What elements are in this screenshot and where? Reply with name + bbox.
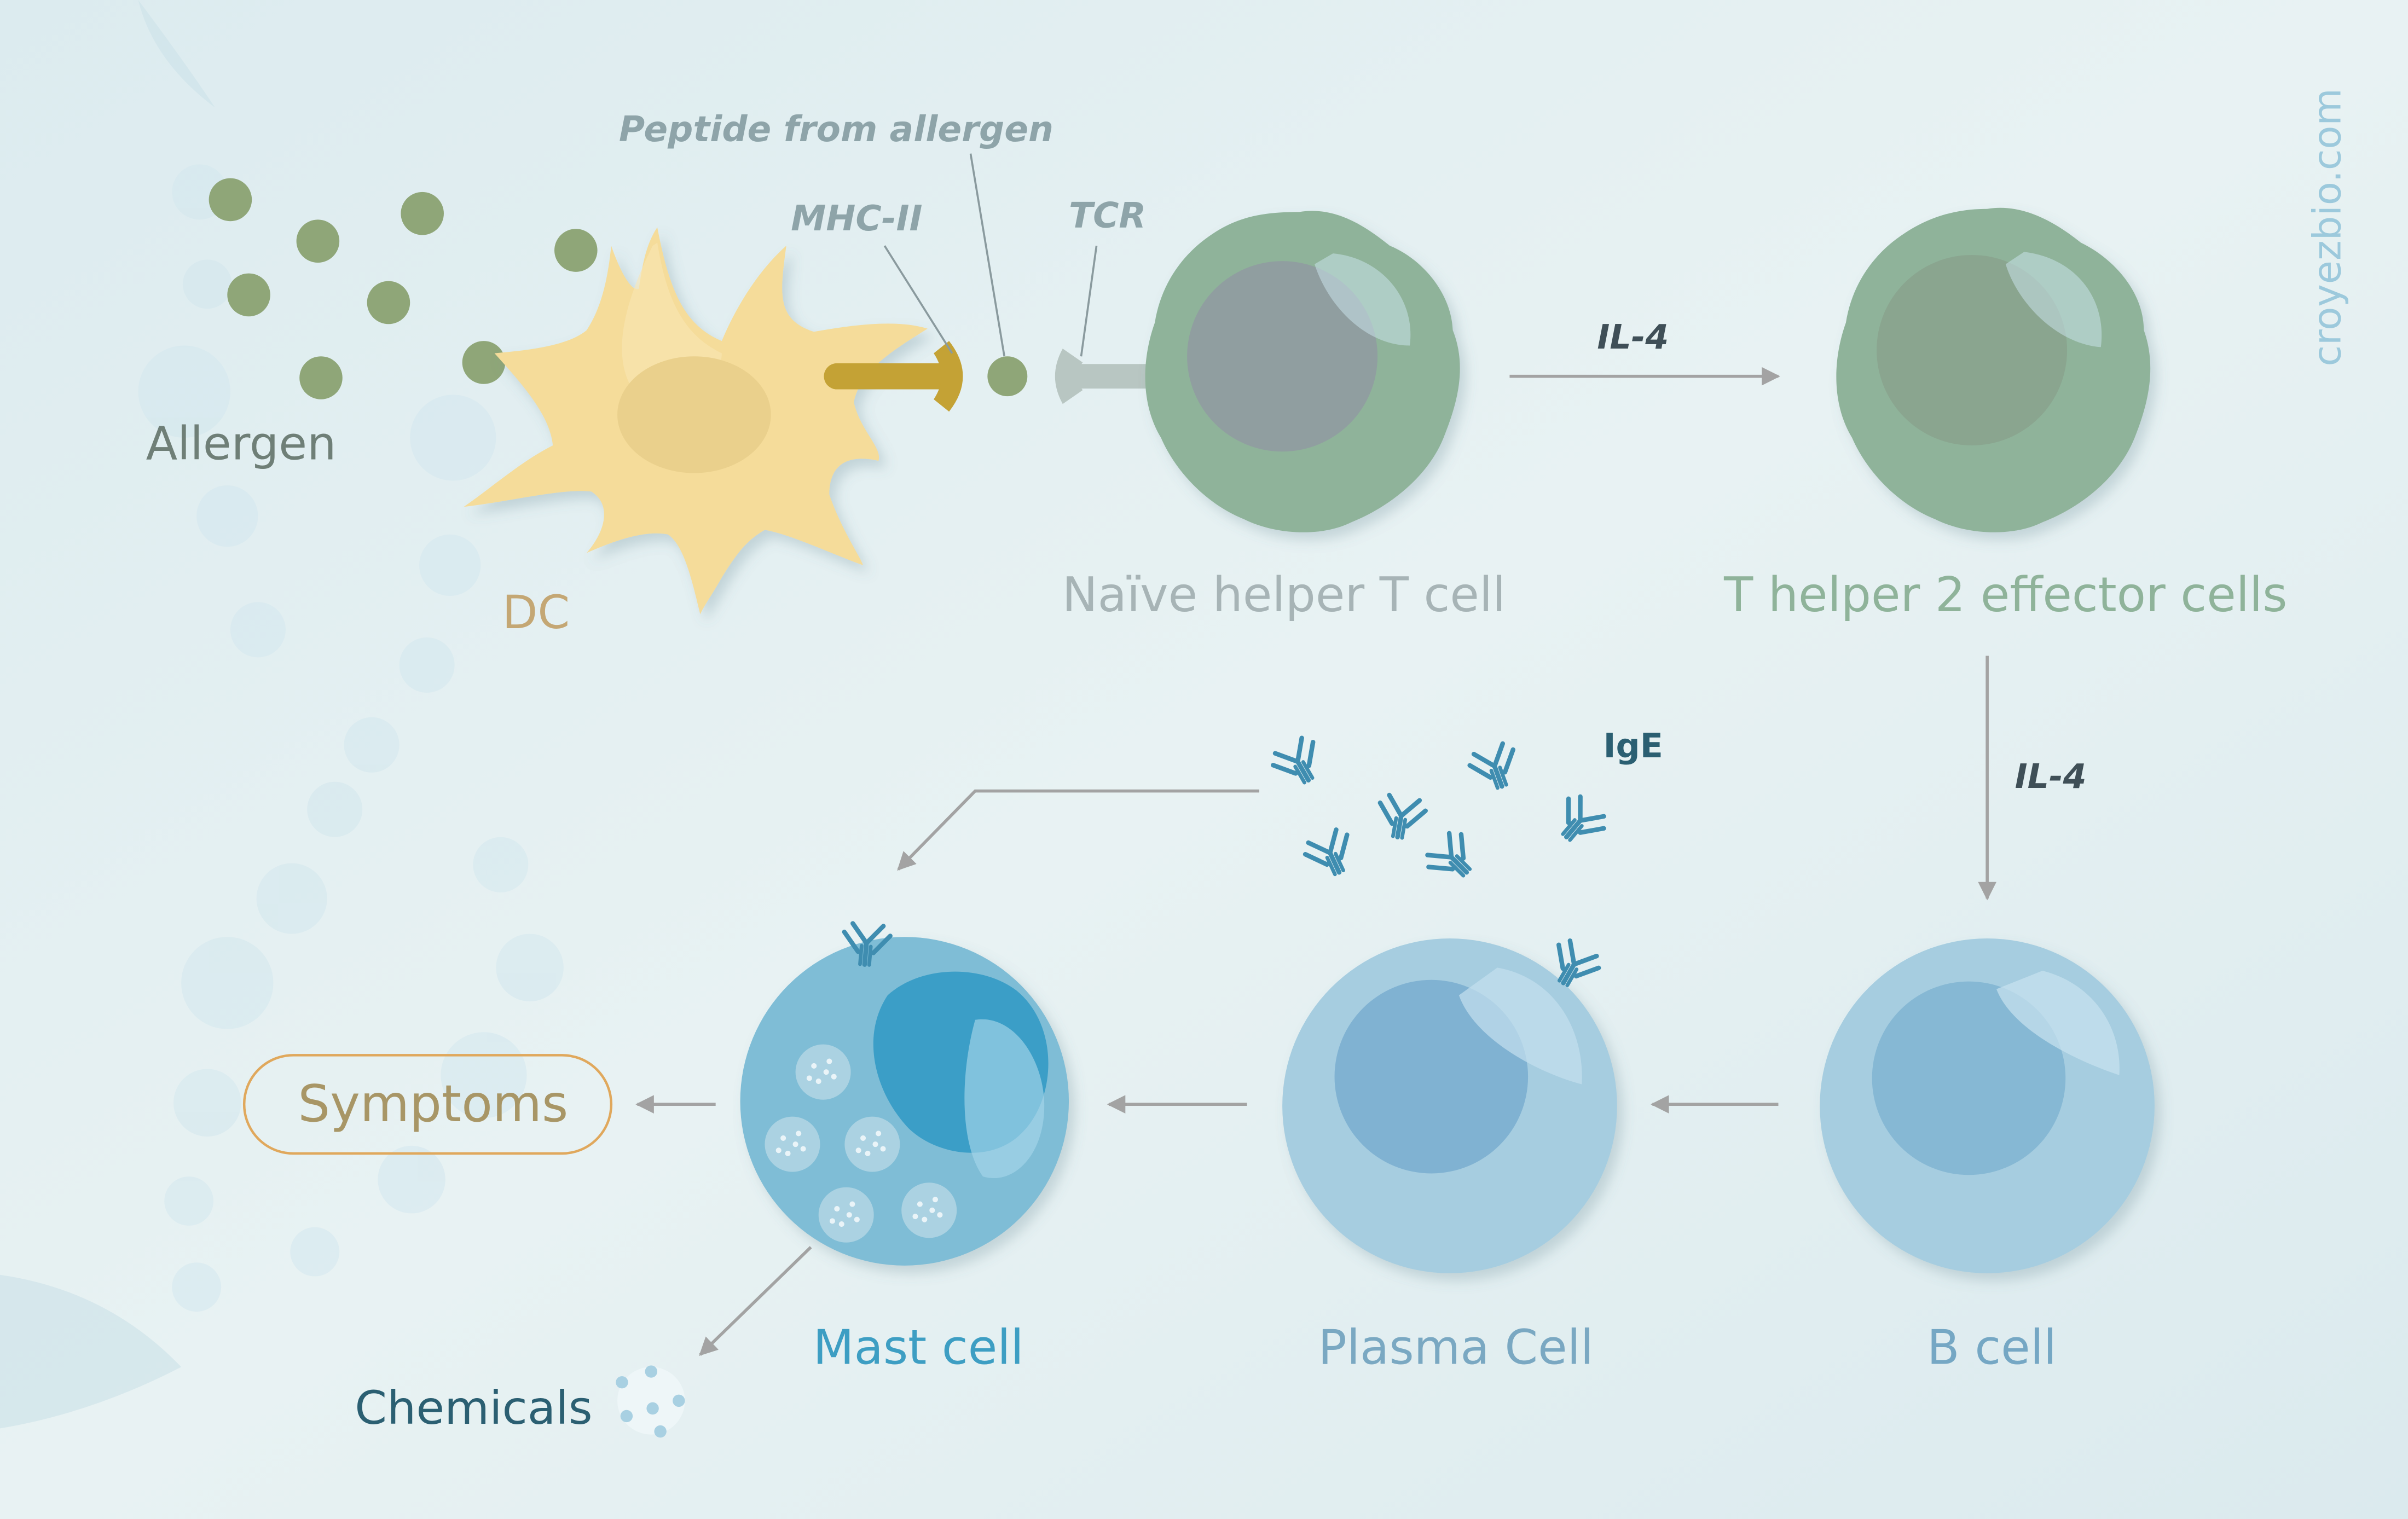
arrow-mast-to-chemicals bbox=[699, 1246, 812, 1356]
background-bubbles bbox=[138, 164, 564, 1312]
arrow-ige-to-mast bbox=[897, 789, 1260, 871]
mast-cell bbox=[740, 937, 1069, 1266]
naive-t-cell bbox=[1145, 211, 1460, 532]
mast-cell-label: Mast cell bbox=[813, 1319, 1024, 1375]
dc-label: DC bbox=[502, 585, 570, 639]
mhc-label: MHC-II bbox=[791, 198, 922, 239]
dendritic-cell bbox=[464, 227, 928, 614]
b-cell-label: B cell bbox=[1927, 1319, 2057, 1375]
annotation-leaders bbox=[883, 153, 1098, 357]
plasma-cell bbox=[1282, 938, 1617, 1273]
allergen-label: Allergen bbox=[146, 416, 337, 470]
peptide-particle bbox=[987, 356, 1028, 397]
b-cell bbox=[1820, 938, 2155, 1273]
naive-t-label: Naïve helper T cell bbox=[1062, 567, 1506, 623]
symptoms-label: Symptoms bbox=[298, 1074, 568, 1133]
background-shape bbox=[138, 0, 215, 108]
background-shape bbox=[0, 1274, 182, 1429]
mhc-ii-receptor bbox=[824, 341, 963, 412]
il4-right-label: IL-4 bbox=[2015, 757, 2087, 796]
chemicals-label: Chemicals bbox=[355, 1381, 592, 1435]
allergen-particles bbox=[209, 178, 598, 399]
tcr-label: TCR bbox=[1069, 195, 1146, 236]
th2-label: T helper 2 effector cells bbox=[1723, 567, 2287, 623]
plasma-cell-label: Plasma Cell bbox=[1318, 1319, 1594, 1375]
peptide-label: Peptide from allergen bbox=[619, 109, 1054, 150]
ige-label: IgE bbox=[1604, 726, 1663, 766]
il4-top-label: IL-4 bbox=[1597, 317, 1669, 357]
symptoms-box bbox=[242, 1054, 613, 1155]
watermark: croyezbio.com bbox=[2305, 88, 2350, 366]
th2-effector-cell bbox=[1836, 207, 2151, 532]
chemicals-particles bbox=[616, 1365, 685, 1438]
